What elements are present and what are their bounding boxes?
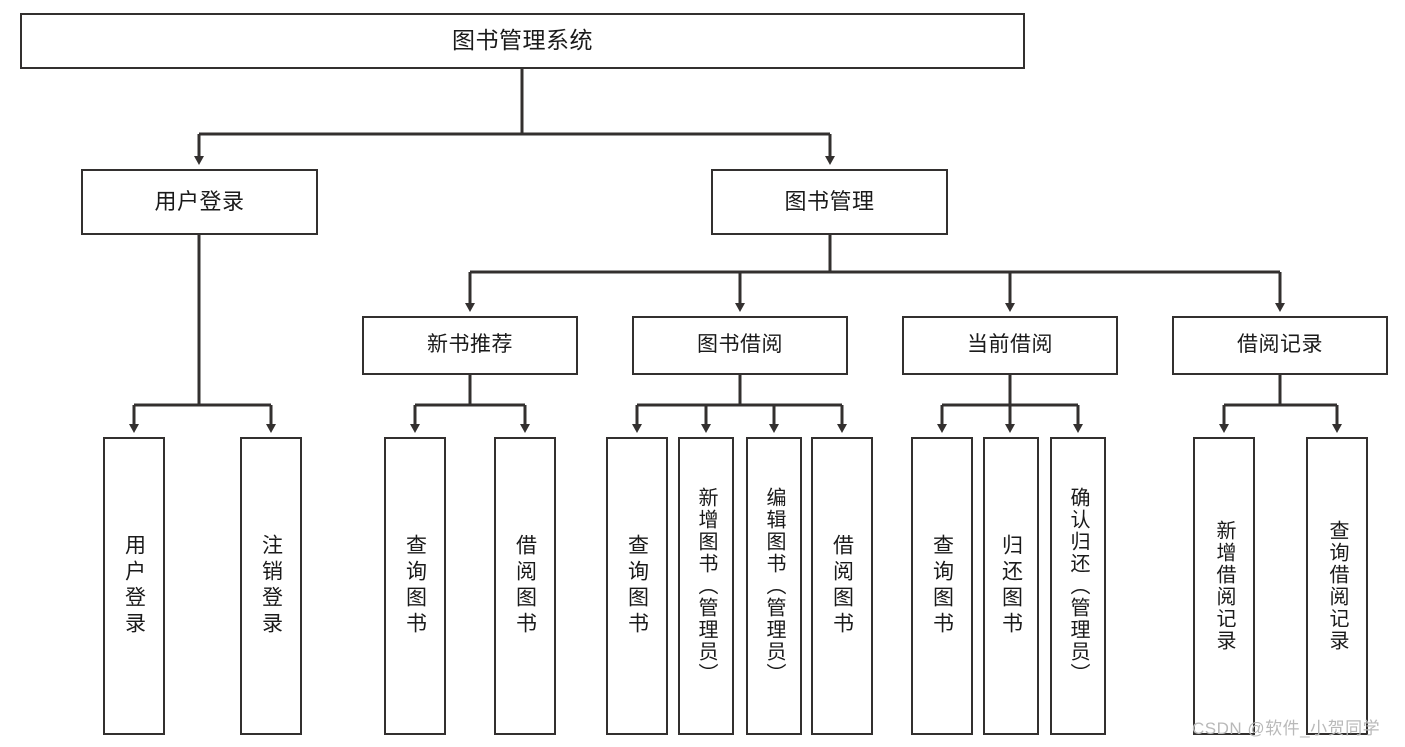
leaf-query-book-borrow-label: 查询图书: [625, 534, 649, 638]
leaf-query-borrow-record[interactable]: 查询借阅记录: [1306, 437, 1368, 735]
leaf-return-book[interactable]: 归还图书: [983, 437, 1039, 735]
node-book-borrowing[interactable]: 图书借阅: [632, 316, 848, 375]
leaf-add-borrow-record-label: 新增借阅记录: [1213, 520, 1235, 652]
node-root-label: 图书管理系统: [452, 27, 593, 54]
leaf-query-book-borrow[interactable]: 查询图书: [606, 437, 668, 735]
leaf-edit-book-admin-label: 编辑图书（管理员）: [763, 487, 785, 685]
leaf-return-book-label: 归还图书: [999, 534, 1023, 638]
leaf-borrow-book-label: 借阅图书: [830, 534, 854, 638]
leaf-borrow-book[interactable]: 借阅图书: [811, 437, 873, 735]
leaf-confirm-return-admin[interactable]: 确认归还（管理员）: [1050, 437, 1106, 735]
leaf-query-book-rec-label: 查询图书: [403, 534, 427, 638]
node-borrow-records-label: 借阅记录: [1237, 333, 1323, 357]
leaf-add-book-admin-label: 新增图书（管理员）: [695, 487, 717, 685]
leaf-confirm-return-admin-label: 确认归还（管理员）: [1067, 487, 1089, 685]
node-current-borrowing[interactable]: 当前借阅: [902, 316, 1118, 375]
node-book-management-label: 图书管理: [784, 189, 875, 215]
node-user-login[interactable]: 用户登录: [81, 169, 318, 235]
leaf-query-book-rec[interactable]: 查询图书: [384, 437, 446, 735]
leaf-query-book-current-label: 查询图书: [930, 534, 954, 638]
leaf-edit-book-admin[interactable]: 编辑图书（管理员）: [746, 437, 802, 735]
leaf-query-book-current[interactable]: 查询图书: [911, 437, 973, 735]
leaf-add-book-admin[interactable]: 新增图书（管理员）: [678, 437, 734, 735]
leaf-logout[interactable]: 注销登录: [240, 437, 302, 735]
node-root[interactable]: 图书管理系统: [20, 13, 1025, 69]
leaf-query-borrow-record-label: 查询借阅记录: [1326, 520, 1348, 652]
leaf-user-login[interactable]: 用户登录: [103, 437, 165, 735]
leaf-borrow-book-rec[interactable]: 借阅图书: [494, 437, 556, 735]
watermark-text: CSDN @软件_小贺同学: [1192, 719, 1381, 738]
node-new-book-recommendation[interactable]: 新书推荐: [362, 316, 578, 375]
node-borrow-records[interactable]: 借阅记录: [1172, 316, 1388, 375]
leaf-add-borrow-record[interactable]: 新增借阅记录: [1193, 437, 1255, 735]
node-book-borrowing-label: 图书借阅: [697, 333, 783, 357]
leaf-borrow-book-rec-label: 借阅图书: [513, 534, 537, 638]
node-current-borrowing-label: 当前借阅: [967, 333, 1053, 357]
node-book-management[interactable]: 图书管理: [711, 169, 948, 235]
leaf-logout-label: 注销登录: [259, 534, 283, 638]
leaf-user-login-label: 用户登录: [122, 534, 146, 638]
node-user-login-label: 用户登录: [154, 189, 245, 215]
node-new-book-recommendation-label: 新书推荐: [427, 333, 513, 357]
